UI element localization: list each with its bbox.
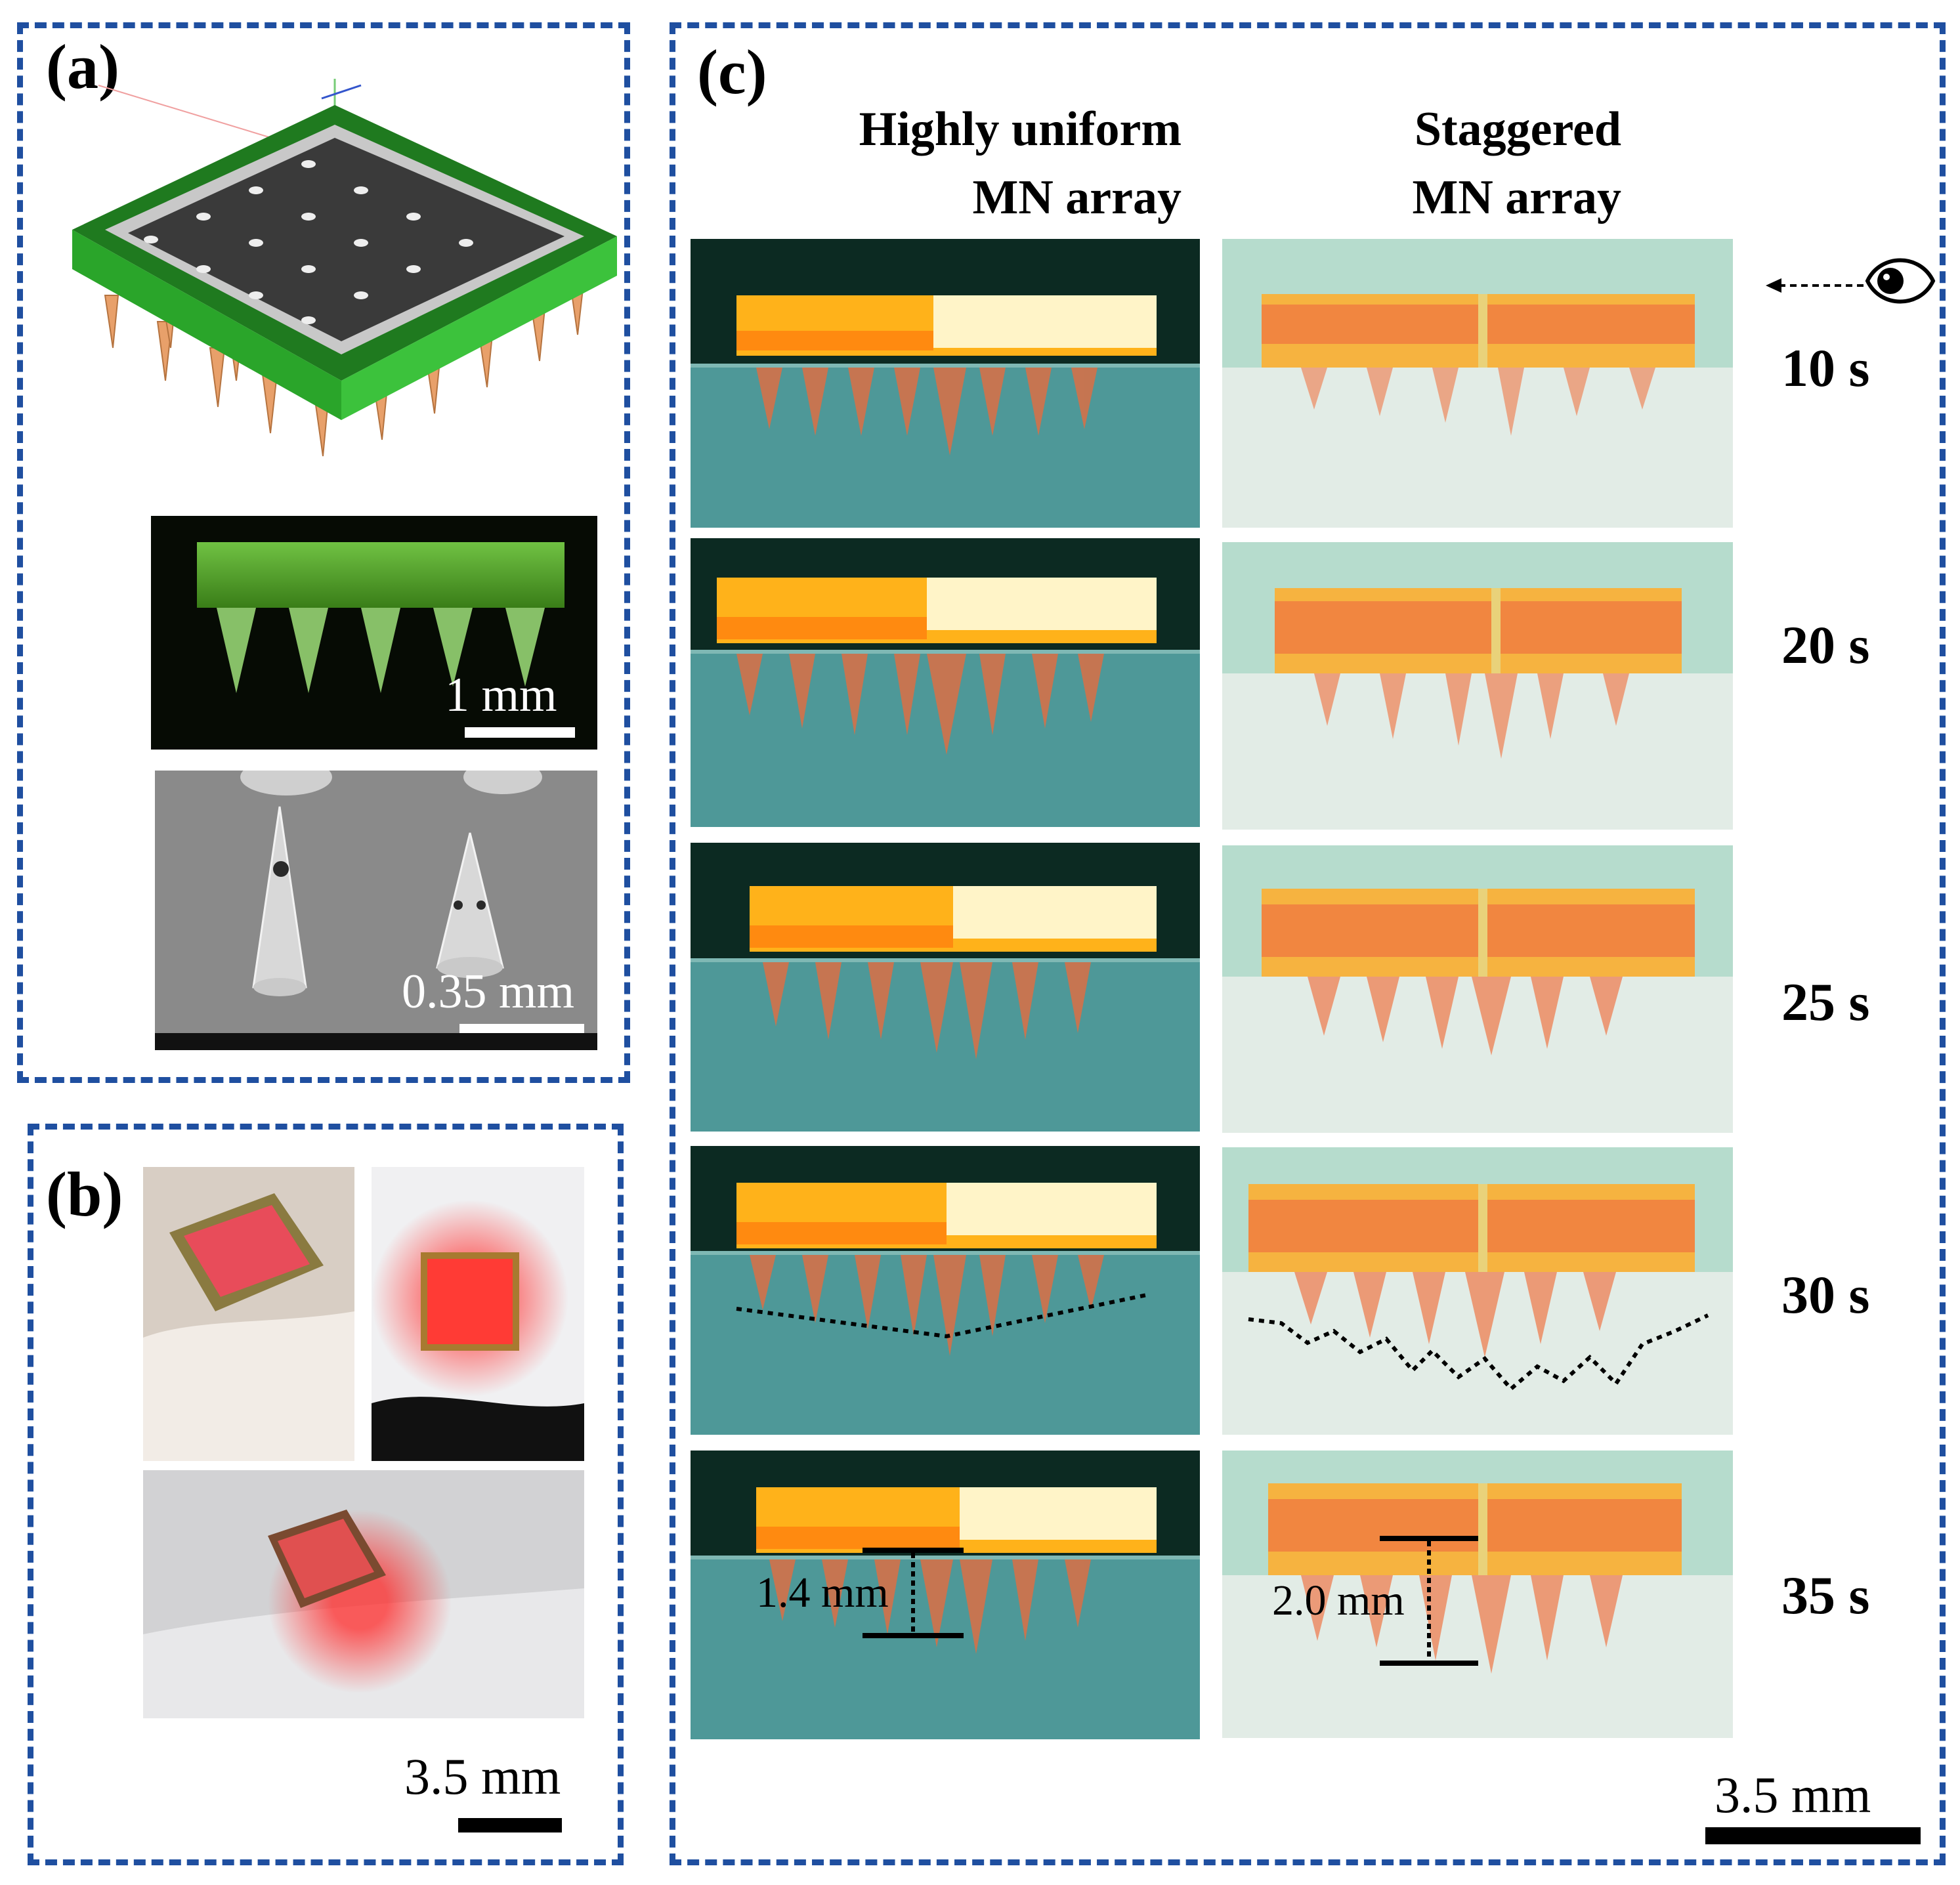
panel-c-scale-bar — [1705, 1827, 1921, 1844]
col-staggered-heading-line1: Staggered — [1414, 102, 1621, 156]
staggered-frame-10s — [1222, 239, 1733, 528]
panel-c-label: (c) — [697, 37, 767, 107]
panel-c-scale-label: 3.5 mm — [1715, 1766, 1871, 1823]
col-uniform-heading-line2: MN array — [972, 170, 1182, 224]
staggered-frame-30s — [1222, 1147, 1733, 1435]
fluorescence-scale-label: 1 mm — [445, 668, 557, 722]
panel-b-scale-bar — [458, 1818, 562, 1832]
staggered-frame-25s — [1222, 845, 1733, 1133]
time-label-30s: 30 s — [1781, 1265, 1870, 1324]
dashed-arrow-icon — [1766, 276, 1871, 295]
col-uniform-heading-line1: Highly uniform — [859, 102, 1182, 156]
staggered-frame-20s — [1222, 542, 1733, 830]
sem-scale-label: 0.35 mm — [402, 965, 575, 1019]
uniform-frame-35s: 1.4 mm — [691, 1451, 1200, 1739]
depth-uniform-label: 1.4 mm — [756, 1569, 889, 1617]
uniform-frame-30s — [691, 1146, 1200, 1435]
panel-b-scale-label: 3.5 mm — [404, 1748, 561, 1805]
time-label-25s: 25 s — [1781, 972, 1870, 1032]
uniform-frame-25s — [691, 843, 1200, 1132]
staggered-frame-35s: 2.0 mm — [1222, 1451, 1733, 1738]
sem-scale-bar — [459, 1024, 584, 1033]
patch-photo-3 — [143, 1470, 584, 1718]
patch-photo-2 — [372, 1167, 584, 1461]
cad-render-image — [59, 72, 624, 479]
panel-c-frame — [670, 22, 1946, 1865]
time-label-20s: 20 s — [1781, 615, 1870, 675]
depth-staggered-label: 2.0 mm — [1272, 1577, 1405, 1624]
eye-icon — [1864, 248, 1936, 314]
col-staggered-heading-line2: MN array — [1412, 170, 1621, 224]
panel-b-label: (b) — [46, 1159, 123, 1229]
time-label-10s: 10 s — [1781, 338, 1870, 398]
patch-photo-1 — [143, 1167, 354, 1461]
sem-image: 0.35 mm — [155, 771, 597, 1050]
panel-a-frame — [17, 22, 630, 1083]
uniform-frame-20s — [691, 538, 1200, 827]
fluorescence-scale-bar — [465, 727, 575, 738]
col-uniform-heading: Highly uniform MN array — [768, 96, 1182, 232]
panel-b-frame — [28, 1124, 624, 1865]
time-label-35s: 35 s — [1781, 1565, 1870, 1625]
uniform-frame-10s — [691, 239, 1200, 528]
col-staggered-heading: Staggered MN array — [1359, 96, 1621, 232]
fluorescence-image: 1 mm — [151, 516, 597, 750]
